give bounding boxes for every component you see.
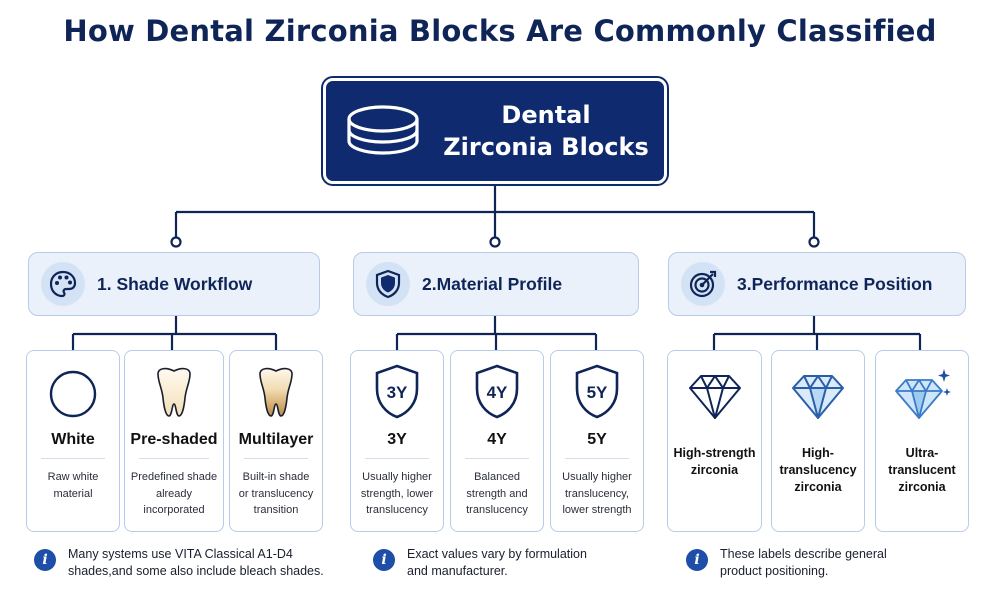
card-ultra-translucent-zirconia: Ultra- translucent zirconia — [875, 350, 969, 532]
card-4y: 4Y 4Y Balanced strength and translucency — [450, 350, 544, 532]
card-description: Predefined shade already incorporated — [130, 471, 218, 516]
layered-tooth-icon — [259, 367, 293, 417]
shield-badge-icon: 5Y — [575, 364, 619, 419]
shield-badge-icon: 3Y — [375, 364, 419, 419]
category-material-profile: 2.Material Profile — [353, 252, 639, 316]
card-pre-shaded: Pre-shaded Predefined shade already inco… — [124, 350, 224, 532]
shield-badge-icon: 4Y — [475, 364, 519, 419]
card-description: Built-in shade or translucency transitio… — [238, 471, 314, 516]
card-white: White Raw white material — [26, 350, 120, 532]
info-icon: i — [686, 549, 708, 571]
card-title: High- translucency zirconia — [779, 446, 857, 494]
zirconia-disc-icon — [347, 105, 419, 155]
card-description: Balanced strength and translucency — [466, 471, 528, 516]
root-label-line1: Dental — [501, 101, 591, 129]
card-5y: 5Y 5Y Usually higher translucency, lower… — [550, 350, 644, 532]
card-title: Pre-shaded — [130, 431, 218, 448]
diamond-light-icon — [792, 375, 844, 419]
card-description: Usually higher strength, lower transluce… — [360, 471, 434, 516]
note-shade-workflow: i Many systems use VITA Classical A1-D4 … — [34, 546, 324, 579]
card-title: 5Y — [587, 431, 607, 448]
target-icon — [689, 270, 717, 298]
card-title: Multilayer — [238, 431, 314, 448]
note-performance-position: i These labels describe general product … — [686, 546, 887, 579]
card-3y: 3Y 3Y Usually higher strength, lower tra… — [350, 350, 444, 532]
category-shade-workflow: 1. Shade Workflow — [28, 252, 320, 316]
svg-text:3Y: 3Y — [387, 383, 408, 402]
card-title: 3Y — [387, 431, 407, 448]
card-high-strength-zirconia: High-strength zirconia — [667, 350, 762, 532]
category-label: 1. Shade Workflow — [97, 273, 253, 294]
note-material-profile: i Exact values vary by formulation and m… — [373, 546, 587, 579]
root-label-line2: Zirconia Blocks — [443, 133, 649, 161]
category-performance-position: 3.Performance Position — [668, 252, 966, 316]
info-icon: i — [373, 549, 395, 571]
info-icon: i — [34, 549, 56, 571]
svg-text:5Y: 5Y — [587, 383, 608, 402]
svg-text:4Y: 4Y — [487, 383, 508, 402]
card-high-translucency-zirconia: High- translucency zirconia — [771, 350, 865, 532]
category-label: 3.Performance Position — [737, 273, 933, 294]
card-description: Usually higher translucency, lower stren… — [562, 471, 632, 516]
card-multilayer: Multilayer Built-in shade or translucenc… — [229, 350, 323, 532]
palette-icon — [49, 270, 77, 298]
category-label: 2.Material Profile — [422, 273, 563, 294]
card-title: 4Y — [487, 431, 507, 448]
diamond-sparkle-icon — [895, 369, 951, 419]
diamond-outline-icon — [688, 375, 741, 419]
root-node-dental-zirconia-blocks: Dental Zirconia Blocks — [323, 78, 667, 184]
card-title: Ultra- translucent zirconia — [888, 446, 956, 494]
card-title: White — [51, 431, 95, 448]
shield-icon — [375, 269, 401, 299]
page-title: How Dental Zirconia Blocks Are Commonly … — [63, 14, 937, 48]
card-description: Raw white material — [47, 471, 99, 500]
circle-icon — [49, 370, 97, 418]
tooth-icon — [157, 367, 191, 417]
card-title: High-strength zirconia — [673, 446, 756, 477]
